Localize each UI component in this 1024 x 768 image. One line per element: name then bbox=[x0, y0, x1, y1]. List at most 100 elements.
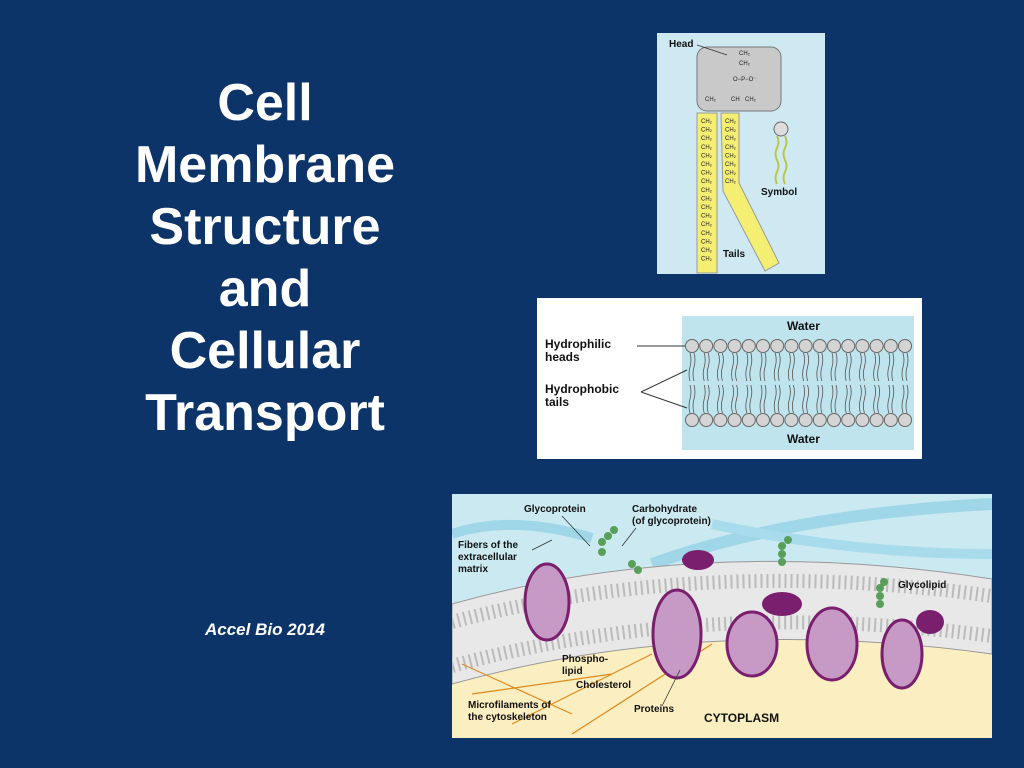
hydrophobic-label: Hydrophobic bbox=[545, 382, 619, 396]
lipid-tail bbox=[887, 352, 895, 382]
chem-text: CH₂ bbox=[745, 97, 757, 103]
hydrophilic-label: Hydrophilic bbox=[545, 337, 611, 351]
lipid-head bbox=[699, 413, 714, 427]
lipid-tail bbox=[731, 352, 738, 382]
carbohydrate-label: (of glycoprotein) bbox=[632, 516, 711, 527]
lipid-tail bbox=[830, 352, 838, 382]
symbol-label: Symbol bbox=[761, 187, 797, 198]
phospholipid-symbol-tail bbox=[782, 135, 788, 185]
fibers-label: extracellular bbox=[458, 552, 517, 563]
chem-text: CH₂ bbox=[701, 119, 713, 125]
phospholipid-diagram: Head CH₂ CH₂ O−P−O⁻ CH₂ CH CH₂ CH₂ CH₂ CH₂… bbox=[669, 39, 797, 274]
chem-text: CH₂ bbox=[725, 128, 737, 134]
bilayer-figure: Water Water Hydrophilic heads Hydrophobi… bbox=[537, 298, 922, 459]
chem-text: CH₂ bbox=[701, 136, 713, 142]
lipid-head bbox=[812, 339, 827, 353]
carbohydrate-chain bbox=[598, 526, 888, 608]
lipid-tail bbox=[731, 384, 738, 414]
water-bottom-label: Water bbox=[787, 432, 820, 446]
lipid-tail bbox=[759, 352, 767, 382]
lipid-head bbox=[798, 339, 813, 353]
fibers-label: matrix bbox=[458, 564, 488, 575]
lipid-head bbox=[841, 413, 856, 427]
head-region bbox=[696, 46, 782, 112]
lipid-tail bbox=[816, 352, 824, 382]
water-region bbox=[682, 316, 914, 450]
chem-text: CH₂ bbox=[725, 162, 737, 168]
lipid-head bbox=[883, 413, 898, 427]
lipid-tail bbox=[773, 352, 781, 382]
lipid-tail bbox=[802, 352, 809, 382]
lipid-head bbox=[827, 339, 841, 353]
hydrophobic-label: tails bbox=[545, 395, 569, 409]
lipid-tail bbox=[717, 384, 724, 414]
lipid-head bbox=[883, 339, 898, 353]
protein bbox=[651, 588, 703, 680]
chem-text: CH₂ bbox=[701, 222, 713, 228]
lipid-head bbox=[741, 339, 756, 353]
lipid-tail bbox=[788, 384, 795, 414]
outer-leaflet bbox=[452, 573, 992, 629]
lipid-head bbox=[784, 339, 799, 353]
lipid-tail bbox=[745, 384, 753, 414]
chem-text: CH₂ bbox=[701, 171, 713, 177]
chem-text: CH₂ bbox=[725, 171, 737, 177]
lipid-head bbox=[869, 413, 884, 427]
protein bbox=[880, 618, 924, 690]
title-line: Transport bbox=[145, 384, 385, 442]
head-label: Head bbox=[669, 39, 693, 50]
chem-text: CH₂ bbox=[701, 188, 713, 194]
tail-chain: CH₂CH₂CH₂CH₂CH₂CH₂CH₂CH₂CH₂CH₂CH₂CH₂CH₂C… bbox=[701, 119, 713, 263]
lipid-tail bbox=[788, 352, 795, 382]
lipid-tail bbox=[873, 352, 880, 382]
microfilament bbox=[461, 643, 713, 735]
lipid-tail bbox=[702, 352, 710, 382]
lipid-head bbox=[756, 413, 770, 427]
carbohydrate-label: Carbohydrate bbox=[632, 504, 697, 515]
slide-subtitle: Accel Bio 2014 bbox=[204, 620, 325, 639]
chem-text: CH₂ bbox=[725, 145, 737, 151]
title-line: Cell bbox=[217, 74, 313, 132]
lipid-head bbox=[727, 339, 742, 353]
lipid-tail bbox=[745, 352, 753, 382]
protein bbox=[805, 606, 859, 682]
inner-leaflet bbox=[452, 615, 992, 673]
lipid-head bbox=[770, 339, 785, 353]
lipid-tail bbox=[702, 384, 710, 414]
membrane-figure: Glycoprotein Carbohydrate (of glycoprote… bbox=[452, 494, 992, 738]
chem-text: CH₂ bbox=[725, 153, 737, 159]
lipid-tail bbox=[859, 352, 866, 382]
title-line: and bbox=[218, 260, 312, 318]
lipid-head bbox=[741, 413, 756, 427]
lipid-head bbox=[869, 339, 884, 353]
cytoplasm-label: CYTOPLASM bbox=[704, 711, 779, 725]
chem-text: CH₂ bbox=[701, 239, 713, 245]
microfilaments-label: the cytoskeleton bbox=[468, 712, 547, 723]
matrix-fiber bbox=[452, 519, 594, 543]
lipid-head bbox=[685, 339, 699, 353]
water-top-label: Water bbox=[787, 319, 820, 333]
chem-text: CH₂ bbox=[739, 51, 751, 57]
title-line: Cellular bbox=[169, 322, 361, 380]
chem-text: CH₂ bbox=[701, 214, 713, 220]
lipid-tail bbox=[717, 352, 724, 382]
lipid-head bbox=[812, 413, 827, 427]
lipid-head bbox=[713, 413, 728, 427]
chem-text: CH₂ bbox=[701, 205, 713, 211]
chem-text: CH₂ bbox=[725, 179, 737, 185]
chem-text: CH bbox=[731, 97, 740, 103]
phospholipid-figure: Head CH₂ CH₂ O−P−O⁻ CH₂ CH CH₂ CH₂ CH₂ CH₂… bbox=[657, 33, 825, 274]
chem-text: O−P−O⁻ bbox=[733, 77, 757, 83]
lipid-tail bbox=[859, 384, 866, 414]
chem-text: CH₂ bbox=[701, 196, 713, 202]
bilayer-heads bbox=[685, 339, 912, 427]
lipid-tail bbox=[901, 384, 909, 414]
lipid-tail bbox=[688, 384, 696, 414]
bilayer-diagram: Water Water Hydrophilic heads Hydrophobi… bbox=[545, 316, 914, 450]
cholesterol-label: Cholesterol bbox=[576, 680, 631, 691]
lipid-head bbox=[898, 339, 912, 353]
lipid-tail bbox=[816, 384, 824, 414]
title-line: Structure bbox=[149, 198, 381, 256]
chem-text: CH₂ bbox=[701, 128, 713, 134]
unsaturated-tail bbox=[720, 112, 780, 272]
